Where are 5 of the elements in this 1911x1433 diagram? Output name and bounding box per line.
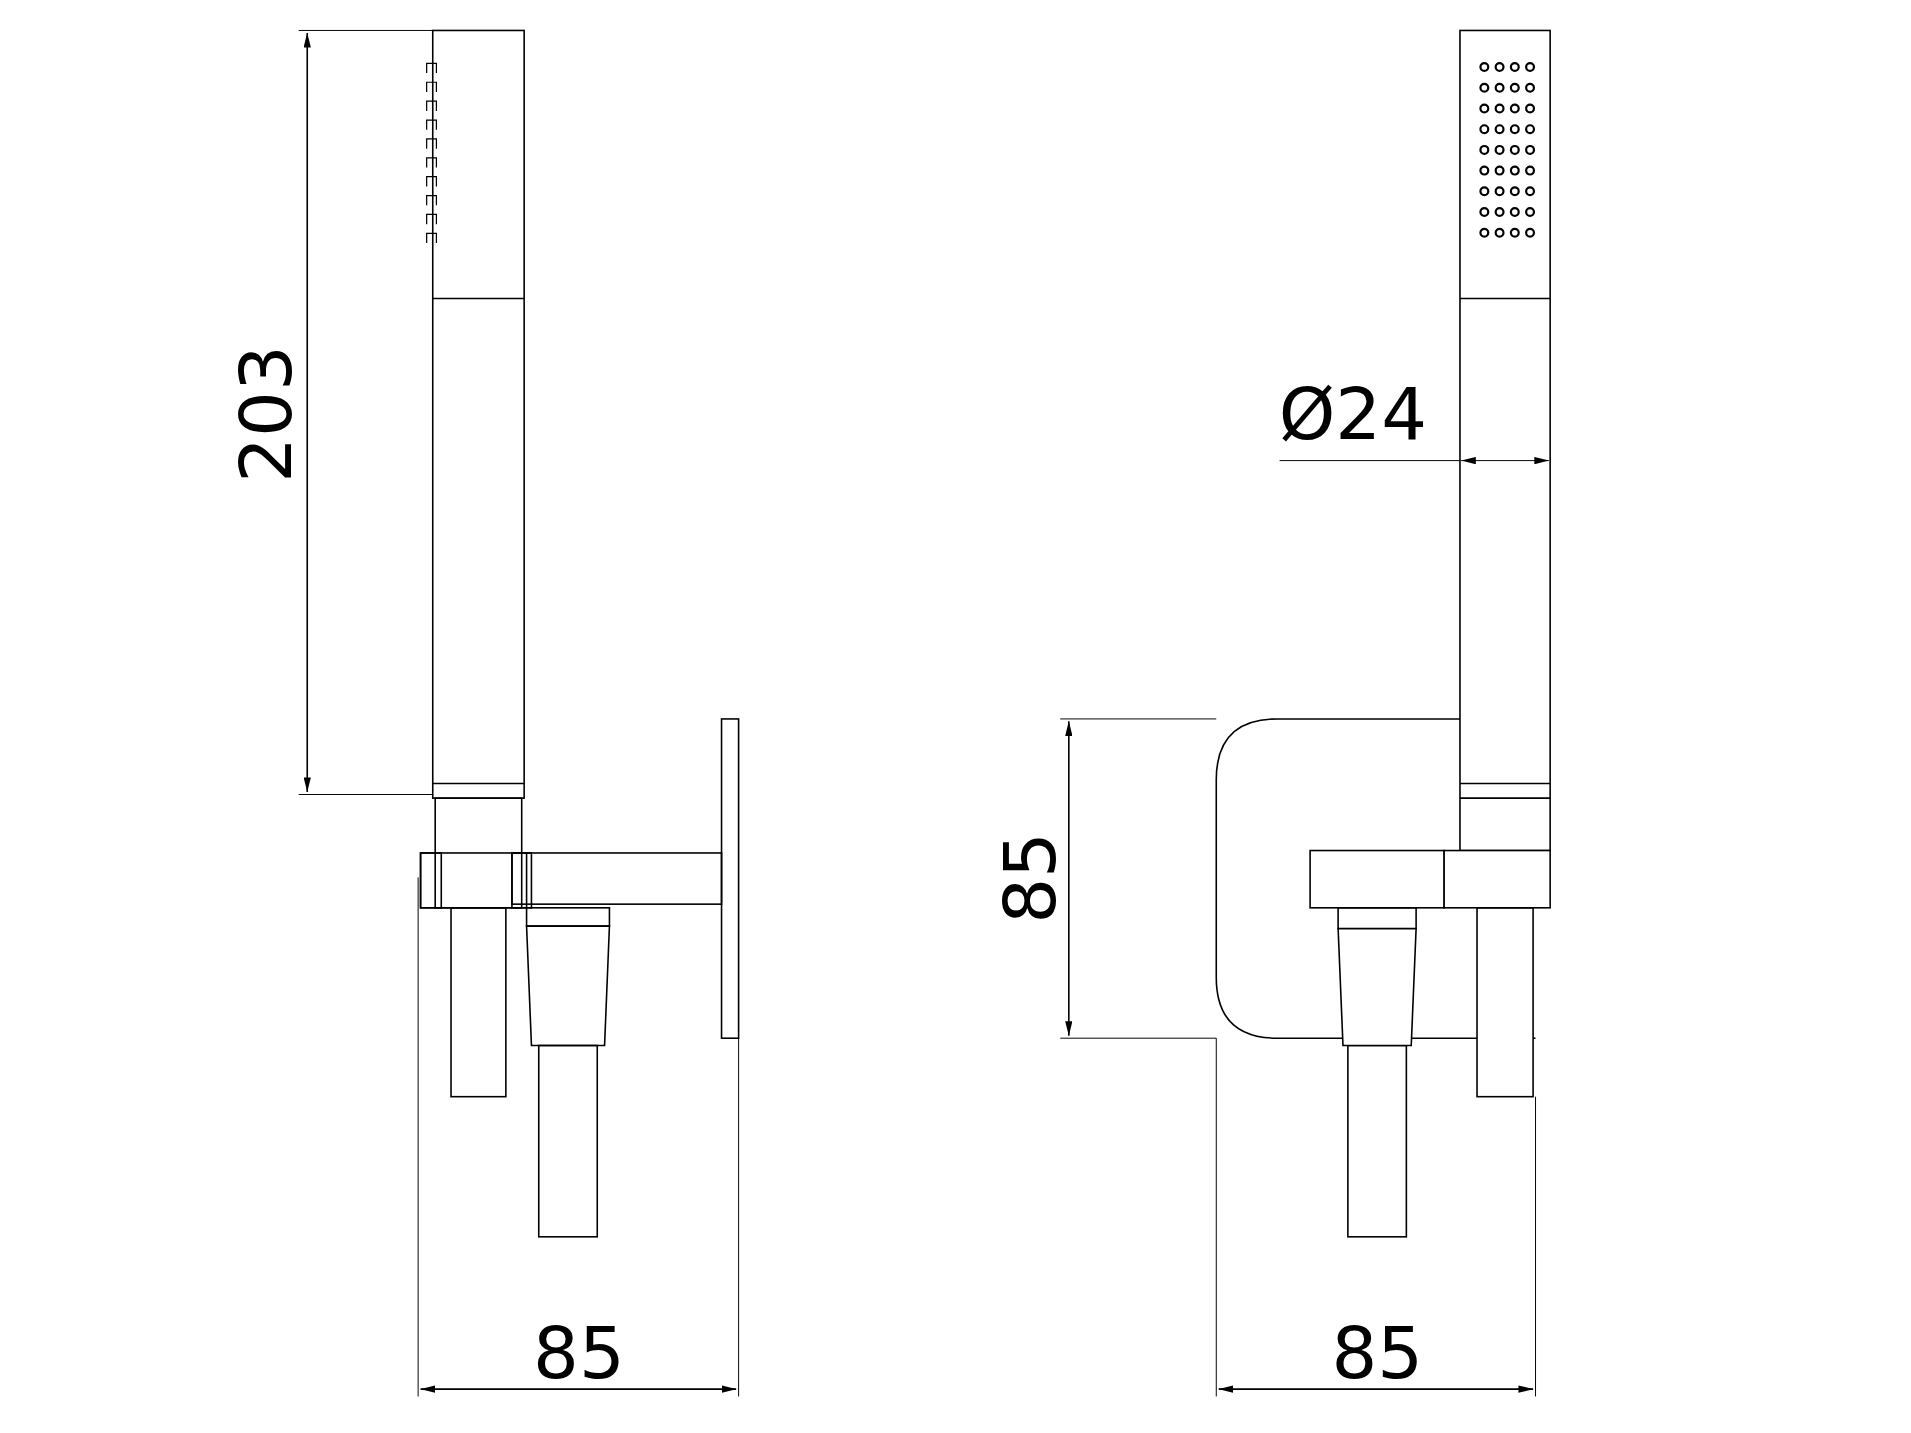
dimension-label: 85 [1331,1316,1423,1389]
dimension-label: 85 [993,831,1066,924]
dimension-label: 85 [533,1316,625,1389]
dimension-label: 203 [229,345,302,484]
dimension-label: Ø24 [1278,378,1427,451]
